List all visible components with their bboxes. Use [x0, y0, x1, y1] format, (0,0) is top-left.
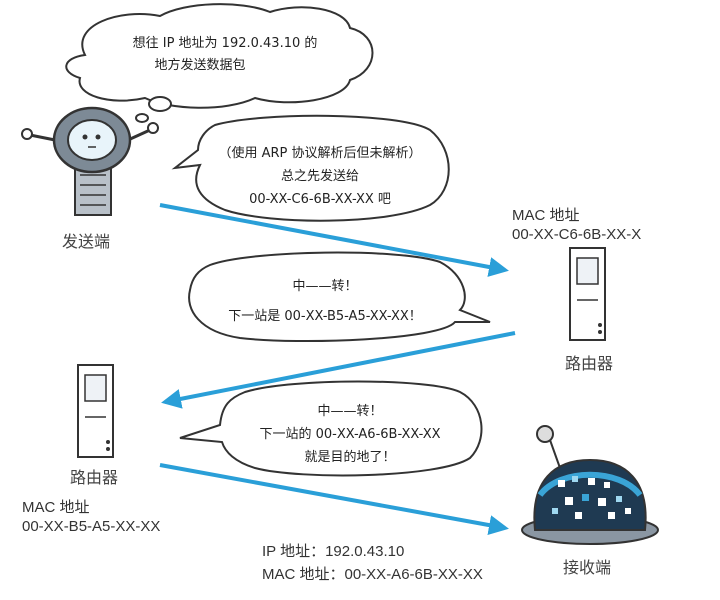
sender-note-line-2: 总之先发送给 — [200, 165, 440, 184]
router-right-mac-title: MAC 地址 — [512, 204, 580, 225]
sender-label: 发送端 — [62, 228, 110, 252]
sender-thought-line-2: 地方发送数据包 — [145, 54, 255, 73]
sender-thought-line-1: 想往 IP 地址为 192.0.43.10 的 — [105, 32, 345, 51]
sender-note-line-3: 00-XX-C6-6B-XX-XX 吧 — [200, 188, 440, 207]
router-right-icon — [570, 248, 605, 340]
receiver-robot-icon — [522, 426, 658, 544]
router-right-label: 路由器 — [565, 350, 613, 374]
router-right-mac: 00-XX-C6-6B-XX-X — [512, 226, 641, 243]
router1-reply-line-1: 中——转！ — [200, 275, 450, 294]
receiver-label: 接收端 — [563, 554, 611, 578]
sender-note-line-1: （使用 ARP 协议解析后但未解析） — [200, 142, 440, 161]
router-left-mac-title: MAC 地址 — [22, 496, 90, 517]
router1-reply-line-2: 下一站是 00-XX-B5-A5-XX-XX！ — [200, 305, 450, 324]
router-left-label: 路由器 — [70, 464, 118, 488]
router2-reply-line-1: 中——转！ — [230, 400, 470, 419]
sender-robot-icon — [22, 108, 158, 215]
receiver-ip-line: IP 地址：192.0.43.10 — [262, 540, 404, 561]
receiver-mac-line: MAC 地址：00-XX-A6-6B-XX-XX — [262, 563, 483, 584]
router1-reply-bubble — [189, 253, 490, 341]
router-left-mac: 00-XX-B5-A5-XX-XX — [22, 518, 160, 535]
router2-reply-line-3: 就是目的地了！ — [230, 446, 470, 465]
router-left-icon — [78, 365, 113, 457]
router2-reply-line-2: 下一站的 00-XX-A6-6B-XX-XX — [230, 423, 470, 442]
